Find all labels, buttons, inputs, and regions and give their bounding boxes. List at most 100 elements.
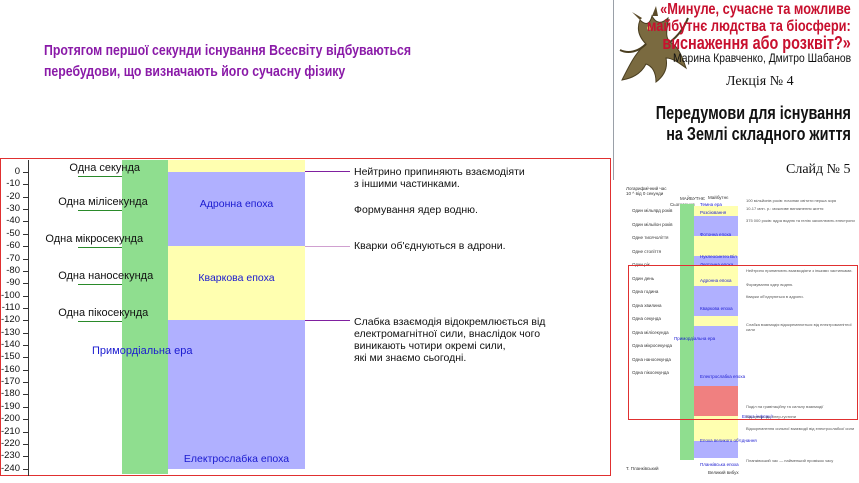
mini-epoch-band	[694, 356, 738, 386]
axis-tick-label: -50	[6, 227, 20, 239]
mini-time-row: Одна наносекунда	[632, 356, 671, 362]
mini-note: Від супер- до гіпер-густини	[746, 414, 796, 419]
time-unit-underline	[78, 176, 122, 177]
axis-tick-label: -10	[6, 178, 20, 190]
lecture-number: Лекція № 4	[726, 74, 794, 89]
mini-future-label: МАЙБУТНЄ	[680, 196, 705, 201]
mini-epoch-band	[694, 266, 738, 286]
mini-era-bar	[680, 204, 694, 460]
event-note: Формування ядер водню.	[354, 204, 604, 216]
mini-time-row: Одна пікосекунда	[632, 370, 669, 375]
mini-footer-left: Т. Планківський	[626, 466, 659, 471]
authors: Марина Кравченко, Дмитро Шабанов	[672, 51, 851, 65]
title-line-2: майбутнє людства та біосфери:	[647, 18, 851, 35]
axis-tick-label: -240	[0, 462, 20, 474]
axis-tick-mark	[23, 172, 28, 173]
epoch-band	[168, 246, 305, 321]
axis-tick-mark	[23, 332, 28, 334]
axis-tick-mark	[23, 283, 28, 285]
axis-tick-label: -200	[0, 413, 20, 425]
axis-tick-mark	[23, 320, 28, 322]
mini-epoch-band	[694, 326, 738, 356]
mini-note: Відокремлення сильної взаємодії від елек…	[746, 426, 855, 431]
mini-epoch-band	[694, 441, 738, 458]
lecture-subtitle: Передумови для існування на Землі складн…	[656, 103, 851, 145]
event-note-line: Слабка взаємодія відокремлюється від	[354, 316, 546, 328]
mini-epoch-band	[694, 206, 738, 216]
axis-tick-label: -80	[6, 264, 20, 276]
mini-epoch-band	[694, 216, 738, 236]
mini-epoch-band	[694, 416, 738, 441]
axis-tick-label: -190	[0, 400, 20, 412]
event-note-line: з іншими частинками.	[354, 178, 460, 190]
mini-epoch-band	[694, 386, 738, 416]
mini-time-row: Одне століття	[632, 248, 662, 254]
event-note-line: які ми знаємо сьогодні.	[354, 352, 467, 364]
axis-tick-label: -220	[0, 437, 20, 449]
mini-epoch-label: Електрослабка епоха	[700, 374, 746, 379]
axis-tick-mark	[23, 394, 28, 396]
axis-tick-label: -160	[0, 363, 20, 375]
header-divider	[613, 0, 614, 180]
mini-note: Слабка взаємодія відокремлюється від еле…	[746, 322, 852, 332]
mini-caption-line: Логарифмічний час	[626, 186, 667, 191]
mini-note: Планківський час — найменший проміжок ча…	[746, 458, 834, 463]
axis-tick-mark	[23, 233, 28, 235]
mini-epoch-band	[694, 316, 738, 326]
axis-tick-label: -30	[6, 203, 20, 215]
minimap-highlight-frame	[628, 265, 858, 420]
mini-note: Нейтрино припиняють взаємодіяти з іншими…	[746, 268, 853, 273]
epoch-label: Кваркова епоха	[198, 272, 275, 285]
event-note-line: Нейтрино припиняють взаємодіяти	[354, 166, 525, 178]
full-timeline-minimap: Логарифмічний час 10 ^ від 0 секунди МАЙ…	[624, 186, 858, 478]
epoch-band	[168, 172, 305, 247]
mini-epoch-band	[694, 256, 738, 266]
time-unit-underline	[78, 284, 122, 286]
mini-time-row: Один день	[632, 275, 655, 281]
mini-era-label: Примордіальна ера	[674, 336, 716, 341]
axis-tick-mark	[23, 270, 28, 272]
axis-tick-label: -60	[6, 240, 20, 252]
mini-note: 10-17 млн. р.: можливе виникнення життя	[746, 206, 824, 211]
axis-tick-label: -20	[6, 190, 20, 202]
lecture-series-title: «Минуле, сучасне та можливе майбутнє люд…	[647, 1, 851, 52]
axis-tick-mark	[23, 258, 28, 260]
epoch-label: Адронна епоха	[199, 198, 274, 210]
mini-time-row: Одна мікросекунда	[632, 343, 672, 348]
mini-note: Поділ на гравітаційну та сильну взаємоді…	[746, 404, 824, 409]
axis-tick-mark	[23, 196, 28, 198]
mini-note: Кварки об'єднуються в адрони.	[746, 294, 804, 299]
mini-epoch-label: Нуклеосинтез Віл	[700, 254, 737, 259]
axis-tick-mark	[23, 431, 28, 433]
axis-tick-mark	[23, 406, 28, 408]
axis-tick-mark	[23, 345, 28, 347]
title-line-3: виснаження або розквіт?»	[662, 33, 851, 53]
mini-epoch-label: Адронна епоха	[700, 278, 732, 283]
event-connector	[305, 171, 350, 172]
axis-tick-label: -180	[0, 388, 20, 400]
mini-time-row: Один рік	[632, 262, 650, 267]
timeline-highlight-frame	[0, 158, 611, 476]
era-label: Примордіальна ера	[92, 345, 193, 357]
axis-tick-label: -170	[0, 376, 20, 388]
dragon-logo-icon	[619, 6, 689, 84]
axis-tick-label: 0	[14, 166, 20, 177]
mini-note: Формування ядер водню.	[746, 282, 794, 287]
mini-epoch-label: Епоха великого об'єднання	[700, 438, 757, 443]
axis-tick-mark	[23, 369, 28, 371]
axis-tick-label: -70	[6, 252, 20, 264]
mini-epoch-band	[694, 286, 738, 316]
mini-epoch-label: Кваркова епоха	[700, 306, 733, 311]
axis-tick-mark	[23, 246, 28, 248]
axis-tick-mark	[23, 357, 28, 359]
title-line-1: «Минуле, сучасне та можливе	[660, 1, 851, 18]
time-unit-label: Одна пікосекунда	[58, 307, 149, 320]
mini-epoch-label: Фотонна епоха	[700, 232, 732, 237]
axis-tick-label: -90	[6, 277, 20, 289]
mini-epoch-label: Лептонна епоха	[700, 262, 734, 267]
axis-tick-mark	[23, 382, 28, 384]
mini-time-row: Одна мілісекунда	[632, 329, 669, 335]
time-unit-label: Одна мілісекунда	[58, 196, 148, 209]
axis-tick-label: -210	[0, 425, 20, 437]
